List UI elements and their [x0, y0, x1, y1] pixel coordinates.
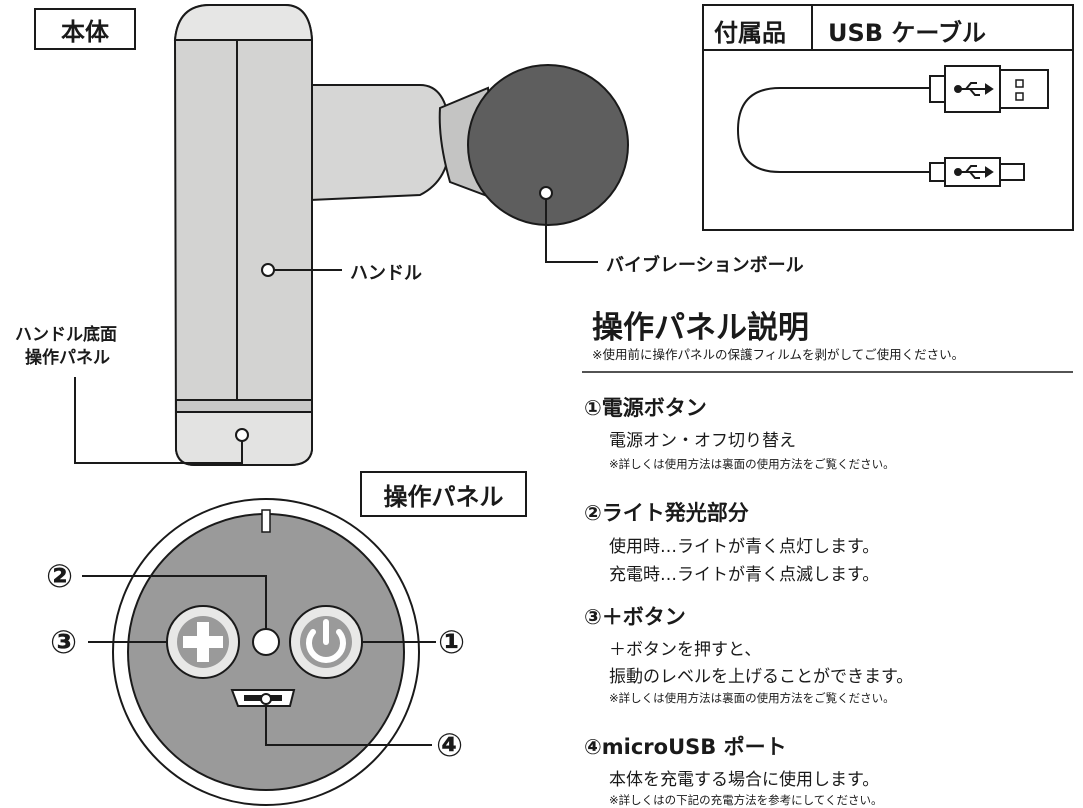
item-4-heading: ④microUSB ポート: [584, 735, 787, 759]
item-1-note: ※詳しくは使用方法は裏面の使用方法をご覧ください。: [609, 457, 895, 471]
explanation-note: ※使用前に操作パネルの保護フィルムを剥がしてご使用ください。: [592, 347, 965, 362]
gun-handle: [173, 4, 313, 466]
panel-box-label-text: 操作パネル: [383, 482, 504, 511]
light-indicator: [252, 628, 280, 656]
marker-4: ④: [436, 726, 464, 764]
item-3-line-1: ＋ボタンを押すと、: [609, 640, 762, 660]
usb-symbol-icon: [954, 165, 994, 179]
vibration-ball: [467, 64, 629, 226]
marker-3: ③: [50, 623, 78, 661]
item-1-line-1: 電源オン・オフ切り替え: [609, 431, 796, 451]
handle-band: [175, 399, 313, 413]
accessory-title: USB ケーブル: [828, 19, 986, 47]
item-3-heading: ③＋ボタン: [584, 605, 686, 629]
massage-gun-illustration: [173, 4, 629, 466]
item-4-note: ※詳しくはの下記の充電方法を参考にしてください。: [609, 793, 883, 807]
item-3-line-2: 振動のレベルを上げることができます。: [609, 667, 914, 687]
callout-ball-label: バイブレーションボール: [606, 255, 804, 276]
accessory-label: 付属品: [714, 19, 786, 47]
callout-bottom-label-1: ハンドル底面: [15, 325, 117, 345]
handle-top-cap: [173, 4, 314, 41]
usb-symbol-icon: [954, 82, 994, 96]
power-button-icon: [289, 605, 363, 679]
panel-callout-lines: [82, 575, 436, 746]
accessory-frame: [702, 4, 1074, 231]
explanation-title: 操作パネル説明: [592, 310, 809, 346]
marker-1: ①: [438, 623, 466, 661]
usb-cable-illustration: [736, 65, 1049, 187]
main-label-text: 本体: [61, 17, 109, 46]
item-2-heading: ②ライト発光部分: [584, 501, 749, 525]
item-4-line-1: 本体を充電する場合に使用します。: [609, 770, 880, 790]
panel-box-label: 操作パネル: [360, 471, 527, 517]
callout-bottom: [74, 377, 249, 464]
control-panel-illustration: [112, 498, 420, 806]
accessory-panel: [702, 4, 1074, 231]
item-1-heading: ①電源ボタン: [584, 396, 707, 420]
callout-handle: [261, 263, 342, 277]
item-2-line-1: 使用時…ライトが青く点灯します。: [609, 537, 880, 557]
main-label: 本体: [34, 8, 136, 50]
item-2-line-2: 充電時…ライトが青く点滅します。: [609, 565, 880, 585]
plus-button-icon: [166, 605, 240, 679]
marker-2: ②: [46, 557, 74, 595]
callout-bottom-label-2: 操作パネル: [25, 348, 110, 368]
callout-handle-label: ハンドル: [350, 263, 422, 284]
callout-ball: [539, 186, 598, 263]
item-3-note: ※詳しくは使用方法は裏面の使用方法をご覧ください。: [609, 691, 895, 705]
